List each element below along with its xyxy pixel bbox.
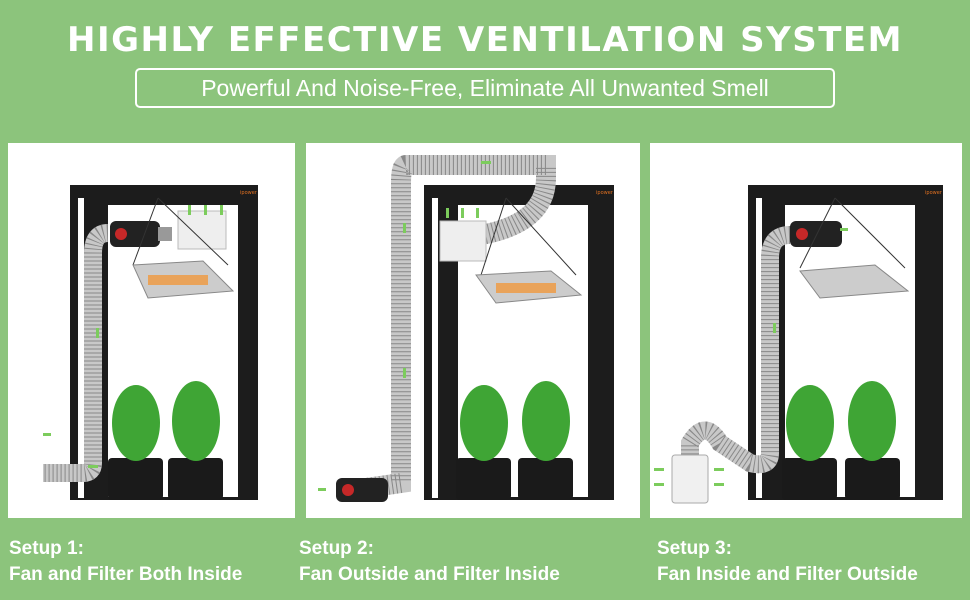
airflow-arrow	[654, 468, 664, 471]
plant	[112, 385, 160, 461]
plant	[522, 381, 570, 461]
subtitle-frame: Powerful And Noise-Free, Eliminate All U…	[135, 68, 835, 108]
plant-pot	[456, 458, 511, 500]
tent-pole	[78, 198, 84, 498]
airflow-arrow	[481, 161, 491, 164]
setup-3-caption: Setup 3: Fan Inside and Filter Outside	[657, 536, 918, 588]
brand-logo: ipower	[240, 190, 258, 196]
page-title: HIGHLY EFFECTIVE VENTILATION SYSTEM	[0, 20, 970, 60]
carbon-filter	[440, 221, 486, 261]
setup-2-label: Setup 2:	[299, 536, 560, 562]
plant-pot	[168, 458, 223, 500]
plant	[172, 381, 220, 461]
setup-2-caption: Setup 2: Fan Outside and Filter Inside	[299, 536, 560, 588]
plant	[460, 385, 508, 461]
page-subtitle: Powerful And Noise-Free, Eliminate All U…	[137, 70, 833, 106]
plant-pot	[518, 458, 573, 500]
setup-3-label: Setup 3:	[657, 536, 918, 562]
plant-pot	[845, 458, 900, 500]
tent-pole	[432, 198, 438, 498]
setup-3-description: Fan Inside and Filter Outside	[657, 562, 918, 588]
brand-logo: ipower	[925, 190, 943, 196]
plant-pot	[108, 458, 163, 500]
airflow-arrow	[446, 208, 449, 218]
setup-1-label: Setup 1:	[9, 536, 242, 562]
carbon-filter	[672, 455, 708, 503]
setup-1-description: Fan and Filter Both Inside	[9, 562, 242, 588]
plant	[786, 385, 834, 461]
plant	[848, 381, 896, 461]
brand-logo: ipower	[596, 190, 614, 196]
plant-pot	[782, 458, 837, 500]
airflow-arrow	[188, 205, 191, 215]
setup-2-description: Fan Outside and Filter Inside	[299, 562, 560, 588]
airflow-arrow	[96, 328, 99, 338]
setup-2-illustration: ipower	[306, 143, 640, 518]
airflow-arrow	[773, 323, 776, 333]
setup-3-illustration: ipower	[650, 143, 962, 518]
carbon-filter	[178, 211, 226, 249]
setup-1-caption: Setup 1: Fan and Filter Both Inside	[9, 536, 242, 588]
setup-1-illustration: ipower	[8, 143, 295, 518]
